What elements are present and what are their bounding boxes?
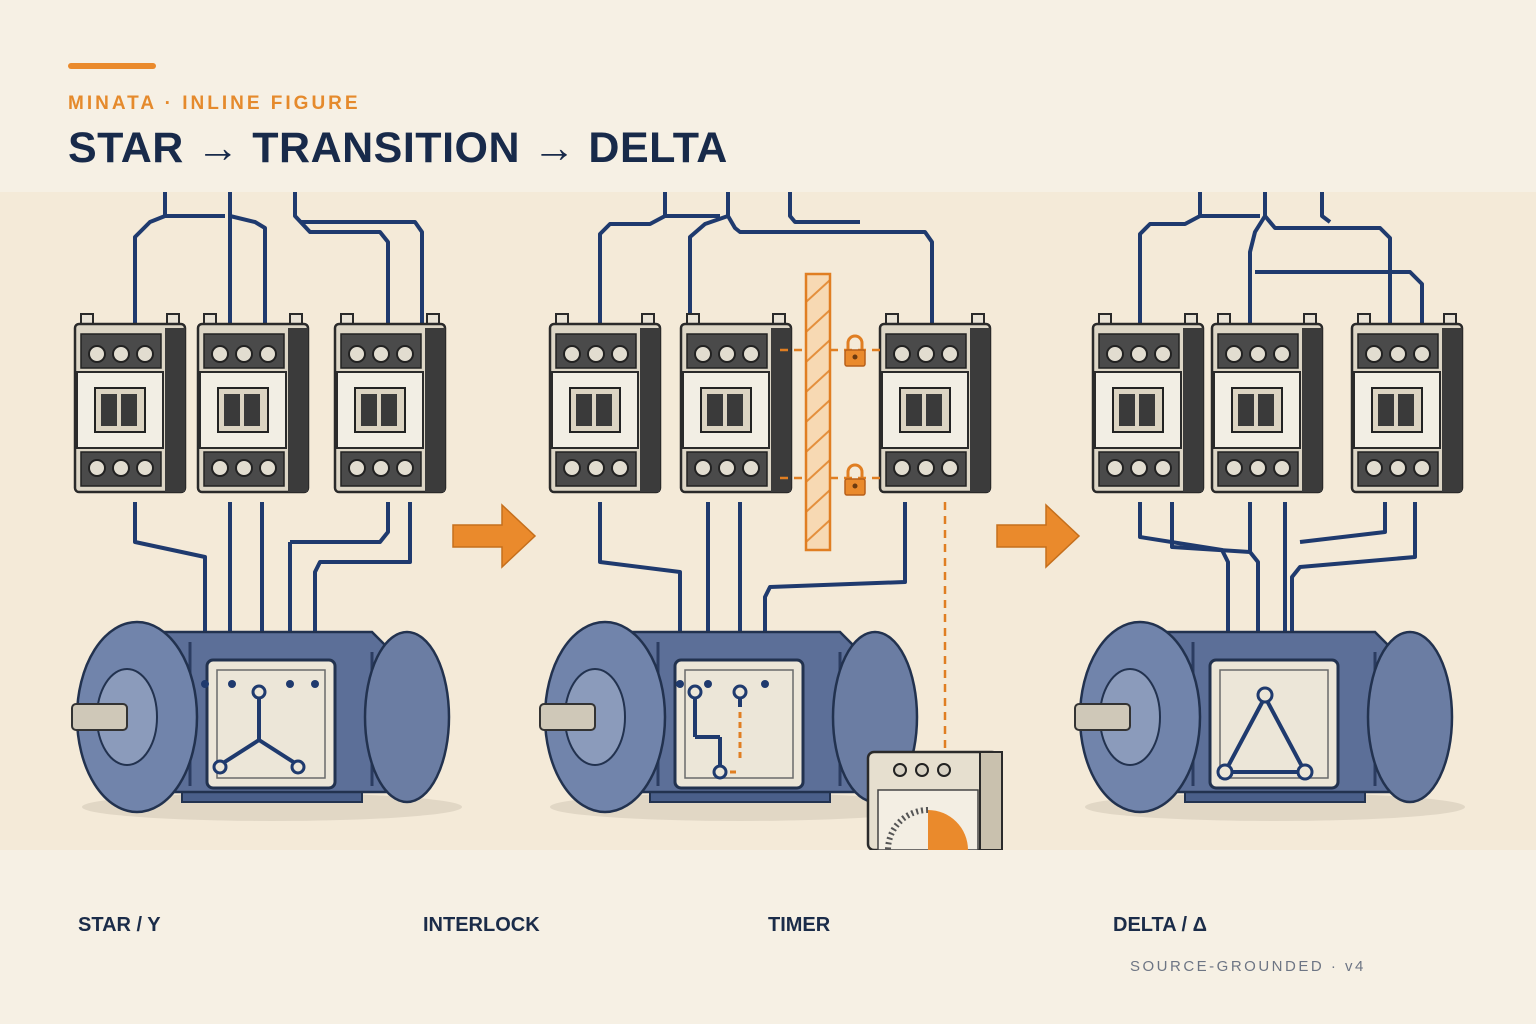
interlock-stage: [538, 192, 1003, 850]
label-star: STAR / Y: [78, 914, 161, 936]
contactor-icon: [679, 312, 793, 494]
contactor-icon: [196, 312, 310, 494]
contactor-icon: [1350, 312, 1464, 494]
page-title: STAR → TRANSITION → DELTA: [68, 124, 728, 172]
contactor-icon: [333, 312, 447, 494]
footer-note: SOURCE-GROUNDED · v4: [1130, 958, 1366, 975]
contactor-icon: [1210, 312, 1324, 494]
label-delta: DELTA / Δ: [1113, 914, 1207, 936]
contactor-icon: [548, 312, 662, 494]
label-interlock: INTERLOCK: [423, 914, 540, 936]
star-stage: [70, 192, 464, 823]
timer-relay-icon: [866, 750, 1003, 850]
diagram-panel: [0, 192, 1536, 850]
arrow-right-icon: [452, 503, 537, 569]
label-timer: TIMER: [768, 914, 831, 936]
contactor-icon: [1091, 312, 1205, 494]
contactor-icon: [73, 312, 187, 494]
figure-eyebrow: MINATA · INLINE FIGURE: [68, 93, 361, 114]
accent-bar: [68, 63, 156, 69]
delta-stage: [1073, 192, 1467, 823]
arrow-right-icon: [996, 503, 1081, 569]
contactor-icon: [878, 312, 992, 494]
padlock-icon: [843, 463, 867, 497]
motor-icon: [70, 620, 464, 823]
motor-icon: [1073, 620, 1467, 823]
padlock-icon: [843, 334, 867, 368]
